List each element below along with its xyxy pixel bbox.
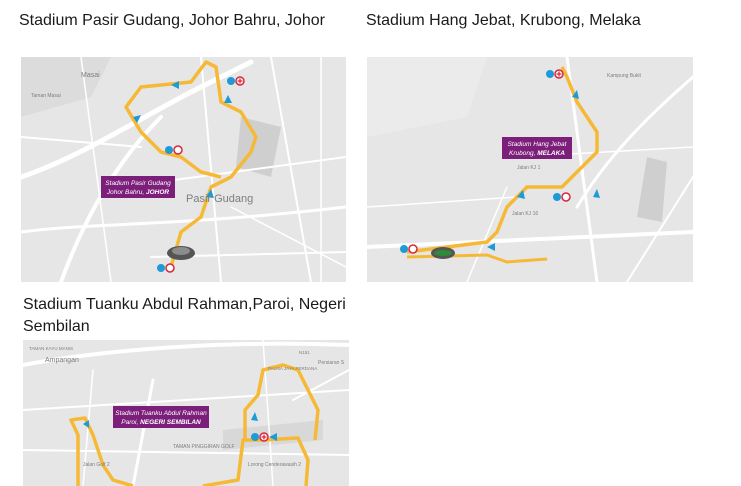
- map-label: Jalan KJ 16: [512, 211, 538, 217]
- map-label: Jalan Golf 2: [83, 462, 110, 468]
- first-aid-icon: [554, 69, 564, 79]
- stadium-icon: [167, 246, 195, 260]
- direction-arrow-icon: [83, 412, 277, 441]
- stadium-icon: [431, 247, 455, 259]
- map-label: Jalan KJ 1: [517, 165, 541, 171]
- map-hang-jebat: Jalan KJ 1 Jalan KJ 16 Kampung Bukit Sta…: [367, 57, 693, 282]
- first-aid-icon: [235, 76, 245, 86]
- location-callout: Stadium Tuanku Abdul Rahman Paroi, NEGER…: [113, 406, 209, 428]
- panel-1-heading: Stadium Pasir Gudang, Johor Bahru, Johor: [19, 12, 325, 29]
- water-station-icon: [227, 77, 235, 85]
- direction-arrow-icon: [487, 90, 600, 251]
- running-route: [124, 60, 258, 268]
- direction-arrow-icon: [133, 81, 232, 198]
- location-callout: Stadium Hang Jebat Krubong, MELAKA: [502, 137, 572, 159]
- callout-line-1: Stadium Tuanku Abdul Rahman: [115, 410, 207, 417]
- map-label: Lorong Cenderawasih 2: [248, 462, 301, 468]
- first-aid-icon: [259, 432, 269, 442]
- callout-line-2: Johor Bahru, JOHOR: [106, 189, 169, 196]
- map-tuanku-abdul-rahman: Ampangan TAMAN KAYU MANIS PALMA JAYA PER…: [23, 340, 349, 486]
- map-pasir-gudang: Masai Taman Masai Pasir Gudang Stadium P…: [21, 57, 346, 282]
- map-label: Taman Masai: [31, 93, 61, 99]
- map-label: TAMAN KAYU MANIS: [29, 346, 73, 351]
- map-label: Ampangan: [45, 357, 79, 364]
- callout-line-1: Stadium Hang Jebat: [508, 141, 568, 148]
- water-station-icon: [546, 70, 554, 78]
- map-label: PALMA JAYA PERDANA: [268, 366, 317, 371]
- location-callout: Stadium Pasir Gudang Johor Bahru, JOHOR: [101, 176, 175, 198]
- map-label: TAMAN PINGGIRAN GOLF: [173, 444, 235, 450]
- map-label: N151: [299, 350, 310, 355]
- panel-3-heading: Stadium Tuanku Abdul Rahman,Paroi, Neger…: [23, 296, 346, 335]
- water-station-icon: [251, 433, 259, 441]
- callout-line-2: Krubong, MELAKA: [509, 150, 565, 157]
- map-label: Persiaran S: [318, 360, 345, 366]
- map-label: Pasir Gudang: [186, 193, 253, 205]
- callout-line-2: Paroi, NEGERI SEMBILAN: [121, 419, 201, 426]
- map-label: Kampung Bukit: [607, 73, 642, 79]
- callout-line-1: Stadium Pasir Gudang: [105, 180, 171, 187]
- map-label: Masai: [81, 72, 100, 79]
- panel-2-heading: Stadium Hang Jebat, Krubong, Melaka: [366, 12, 641, 29]
